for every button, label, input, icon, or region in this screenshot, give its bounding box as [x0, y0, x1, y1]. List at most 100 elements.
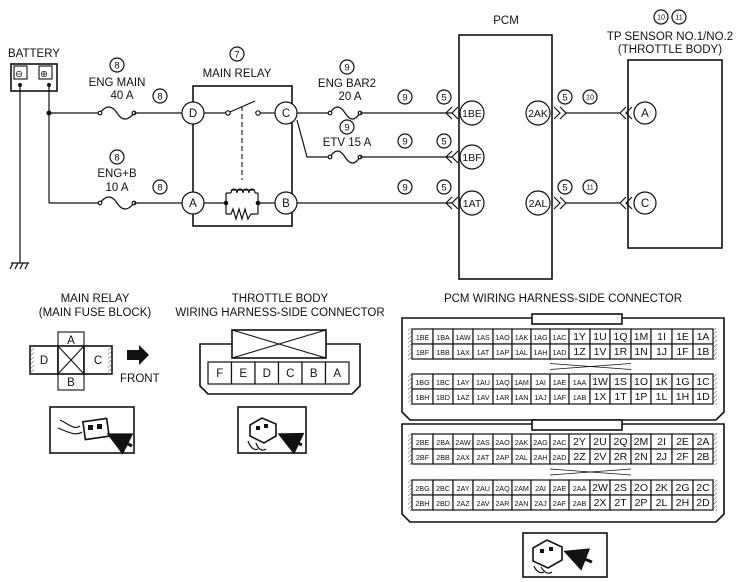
pcm-connector-pin-2r: 2R — [609, 448, 632, 465]
pcm-connector-pin-2y: 2Y — [568, 433, 591, 450]
svg-text:1R: 1R — [614, 346, 628, 358]
throttle-body-connector: THROTTLE BODY WIRING HARNESS-SIDE CONNEC… — [175, 293, 385, 395]
svg-text:1AE: 1AE — [553, 378, 567, 387]
pcm-connector-pin-1bb: 1BB — [432, 343, 454, 360]
svg-text:5: 5 — [441, 93, 446, 104]
svg-text:1AU: 1AU — [476, 378, 490, 387]
pcm-connector-pin-2an: 2AN — [511, 494, 532, 511]
pcm-connector-pin-1ao: 1AO — [492, 328, 513, 345]
svg-text:2N: 2N — [634, 451, 647, 463]
pcm-connector-pin-1ar: 1AR — [492, 388, 513, 405]
svg-text:1F: 1F — [676, 346, 688, 358]
battery: BATTERY ⊖ ⊕ — [8, 48, 60, 92]
pcm-connector-pin-1ae: 1AE — [549, 373, 570, 390]
pcm-connector-pin-1as: 1AS — [472, 328, 494, 345]
svg-text:1AH: 1AH — [534, 348, 548, 357]
pcm-connector-pin-1ah: 1AH — [530, 343, 551, 360]
pcm-connector-pin-2bb: 2BB — [432, 448, 454, 465]
svg-text:THROTTLE BODY: THROTTLE BODY — [232, 293, 329, 305]
pcm-connector-pin-2ah: 2AH — [530, 448, 551, 465]
svg-text:1AI: 1AI — [535, 378, 546, 387]
throttle-pin-b: B — [301, 361, 327, 385]
pcm-connector-pin-2k: 2K — [650, 479, 673, 496]
pcm-connector-pin-2n: 2N — [630, 448, 652, 465]
svg-text:2AN: 2AN — [515, 499, 529, 508]
svg-text:2AC: 2AC — [553, 438, 567, 447]
pcm-connector-pin-2ag: 2AG — [530, 433, 551, 450]
svg-text:A: A — [189, 198, 197, 210]
main-relay-ref: 7 — [234, 50, 239, 61]
pcm-connector-pin-1m: 1M — [630, 328, 652, 345]
svg-text:1E: 1E — [676, 331, 689, 343]
svg-text:2BD: 2BD — [436, 499, 450, 508]
svg-text:2B: 2B — [697, 451, 710, 463]
pcm-connector-pin-1bf: 1BF — [411, 343, 434, 360]
svg-text:A: A — [67, 335, 75, 347]
tp-sensor-pin-a — [633, 101, 657, 125]
pcm-connector-title: PCM WIRING HARNESS-SIDE CONNECTOR — [444, 293, 682, 305]
svg-text:1L: 1L — [656, 391, 668, 403]
svg-text:2I: 2I — [657, 436, 666, 448]
svg-text:1BH: 1BH — [416, 393, 430, 402]
svg-text:20 A: 20 A — [338, 91, 361, 103]
pcm-connector-pin-1w: 1W — [589, 373, 611, 390]
tp-sensor-pin-c — [633, 191, 657, 215]
pcm-connector-pin-2s: 2S — [609, 479, 632, 496]
svg-text:2A: 2A — [697, 436, 710, 448]
pcm-connector-pin-1t: 1T — [609, 388, 632, 405]
svg-text:1AT: 1AT — [463, 198, 482, 210]
pcm-pin-2al: 2AL 5 11 — [525, 179, 620, 216]
svg-text:40 A: 40 A — [110, 90, 133, 102]
svg-text:1O: 1O — [634, 376, 648, 388]
pcm-connector-pin-2c: 2C — [692, 479, 714, 496]
svg-text:1W: 1W — [592, 376, 608, 388]
svg-text:1X: 1X — [594, 391, 607, 403]
svg-text:1Z: 1Z — [573, 346, 586, 358]
svg-text:1D: 1D — [696, 391, 710, 403]
svg-text:C: C — [282, 108, 290, 120]
pcm-connector-pin-1o: 1O — [630, 373, 652, 390]
svg-text:9: 9 — [402, 93, 407, 104]
svg-text:B: B — [67, 377, 75, 389]
svg-text:2Y: 2Y — [573, 436, 586, 448]
pcm-connector-pin-1j: 1J — [650, 343, 673, 360]
svg-text:B: B — [310, 368, 318, 380]
svg-text:1AN: 1AN — [515, 393, 529, 402]
pcm-connector-pin-1g: 1G — [671, 373, 694, 390]
svg-text:2Z: 2Z — [573, 451, 586, 463]
svg-text:2J: 2J — [656, 451, 667, 463]
pcm-title: PCM — [493, 15, 519, 27]
pcm-connector-pin-1aj: 1AJ — [530, 388, 551, 405]
svg-text:5: 5 — [441, 137, 446, 148]
pcm-connector-pin-2ba: 2BA — [432, 433, 454, 450]
svg-text:2AM: 2AM — [514, 484, 529, 493]
svg-text:D: D — [189, 108, 197, 120]
svg-text:ENG BAR2: ENG BAR2 — [318, 78, 376, 90]
svg-text:1AA: 1AA — [573, 378, 587, 387]
pcm-connector-pin-2q: 2Q — [609, 433, 632, 450]
svg-text:1AF: 1AF — [553, 393, 567, 402]
svg-text:2AX: 2AX — [456, 453, 470, 462]
svg-text:2BH: 2BH — [416, 499, 430, 508]
svg-text:1S: 1S — [614, 376, 627, 388]
pcm-connector-pin-1ak: 1AK — [511, 328, 532, 345]
svg-text:1T: 1T — [614, 391, 627, 403]
svg-text:9: 9 — [402, 183, 407, 194]
pcm-connector-pin-2g: 2G — [671, 479, 694, 496]
pcm-connector-pin-1az: 1AZ — [452, 388, 474, 405]
svg-text:2BG: 2BG — [415, 484, 430, 493]
svg-text:1AG: 1AG — [533, 333, 548, 342]
pcm-pin-1be: 5 1BE — [436, 89, 485, 126]
pcm-pin-2ak: 2AK 5 10 — [525, 89, 620, 126]
pcm-connector-pin-2x: 2X — [589, 494, 611, 511]
pcm-connector-pin-1h: 1H — [671, 388, 694, 405]
pcm-connector-pin-1av: 1AV — [472, 388, 494, 405]
pcm-connector-pin-1k: 1K — [650, 373, 673, 390]
pcm-connector-pin-1aw: 1AW — [452, 328, 474, 345]
svg-text:2BB: 2BB — [436, 453, 450, 462]
battery-label: BATTERY — [8, 48, 60, 60]
pcm-connector-pin-1b: 1B — [692, 343, 714, 360]
pcm-connector-pin-2z: 2Z — [568, 448, 591, 465]
svg-text:2L: 2L — [656, 497, 668, 509]
